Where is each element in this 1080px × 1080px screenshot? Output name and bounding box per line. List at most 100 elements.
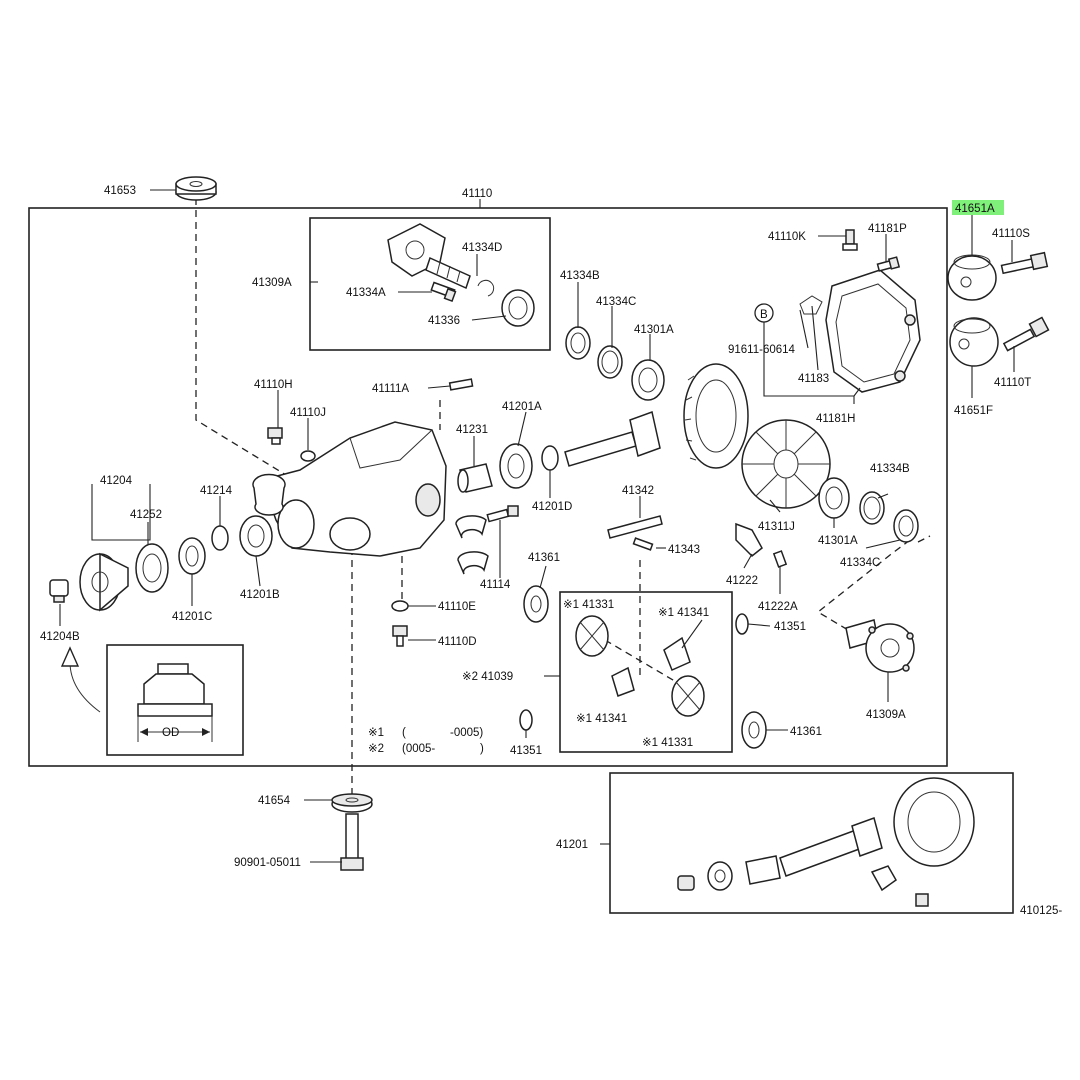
shim-41334C-top-icon xyxy=(597,345,623,379)
label-41110E[interactable]: 41110E xyxy=(438,601,476,613)
label-41334B-top[interactable]: 41334B xyxy=(560,270,600,282)
mount-41654-icon xyxy=(331,793,373,813)
bolt-90901-icon xyxy=(340,813,364,871)
label-41651A[interactable]: 41651A xyxy=(955,203,995,215)
note2-mark: ※2 xyxy=(368,743,384,755)
label-41204[interactable]: 41204 xyxy=(100,475,133,487)
shim-41201D-icon xyxy=(541,445,559,471)
label-41309A-right[interactable]: 41309A xyxy=(866,709,906,721)
label-41351-left[interactable]: 41351 xyxy=(510,745,542,757)
bolt-41222A-icon xyxy=(772,550,788,568)
label-41651F[interactable]: 41651F xyxy=(954,405,993,417)
label-41252[interactable]: 41252 xyxy=(130,509,162,521)
note2-close: ) xyxy=(480,743,484,755)
seal-41334C-right-icon xyxy=(893,509,919,543)
label-41361-left[interactable]: 41361 xyxy=(528,552,560,564)
companion-flange-41204-icon xyxy=(79,552,129,612)
label-41342[interactable]: 41342 xyxy=(622,485,654,497)
label-41110T[interactable]: 41110T xyxy=(994,377,1031,389)
side-gear-41331-top-icon xyxy=(575,615,609,657)
label-41111A[interactable]: 41111A xyxy=(372,383,409,395)
label-91611-60614[interactable]: 91611-60614 xyxy=(728,344,796,356)
label-41361-right[interactable]: 41361 xyxy=(790,726,822,738)
label-41181H[interactable]: 41181H xyxy=(816,413,855,425)
breather-41110K-icon xyxy=(842,229,858,251)
bearing-41201B-icon xyxy=(239,515,273,557)
label-41301A-top[interactable]: 41301A xyxy=(634,324,674,336)
bearing-41201C-icon xyxy=(178,537,206,575)
axle-flange-line xyxy=(816,539,911,631)
label-41334C-right[interactable]: 41334C xyxy=(840,557,880,569)
label-41301A-right[interactable]: 41301A xyxy=(818,535,858,547)
ring-gear-icon xyxy=(683,363,749,469)
label-41341-b[interactable]: ※1 41341 xyxy=(576,713,627,725)
label-41214[interactable]: 41214 xyxy=(200,485,233,497)
plug-41110H-icon xyxy=(267,427,283,445)
label-41231[interactable]: 41231 xyxy=(456,424,488,436)
label-41183[interactable]: 41183 xyxy=(798,373,829,385)
thrust-washer-41351-right-icon xyxy=(735,613,749,635)
label-41351-right[interactable]: 41351 xyxy=(774,621,806,633)
label-41201B[interactable]: 41201B xyxy=(240,589,280,601)
nut-detail-box xyxy=(106,644,244,756)
label-41110J[interactable]: 41110J xyxy=(290,407,326,419)
seal-41336-icon xyxy=(501,289,535,327)
label-41343[interactable]: 41343 xyxy=(668,544,700,556)
rear-cover-41181H-icon xyxy=(825,269,921,393)
bearing-41301A-top-icon xyxy=(631,359,665,401)
label-41341-a[interactable]: ※1 41341 xyxy=(658,607,709,619)
label-41309A-top[interactable]: 41309A xyxy=(252,277,292,289)
bearing-41201A-icon xyxy=(499,443,533,489)
sensor-41222-icon xyxy=(735,522,763,558)
thrust-washer-41351-left-icon xyxy=(519,709,533,731)
label-41334B-right[interactable]: 41334B xyxy=(870,463,910,475)
ring-gear-kit-41201-icon xyxy=(677,777,975,907)
label-41110K[interactable]: 41110K xyxy=(768,231,806,243)
label-41334D[interactable]: 41334D xyxy=(462,242,502,254)
diagram-reference-code: 410125- xyxy=(1020,905,1062,917)
label-41110[interactable]: 41110 xyxy=(462,188,492,200)
bearing-41301A-right-icon xyxy=(818,477,850,519)
bolt-41181P-icon xyxy=(876,256,901,272)
label-41110H[interactable]: 41110H xyxy=(254,379,293,391)
label-41204B[interactable]: 41204B xyxy=(40,631,80,643)
note1-open: ( xyxy=(402,727,406,739)
label-41201A[interactable]: 41201A xyxy=(502,401,542,413)
label-41114[interactable]: 41114 xyxy=(480,579,511,591)
seal-41252-icon xyxy=(135,543,169,593)
mount-41651A-icon xyxy=(947,254,997,301)
ring-gear-kit-box xyxy=(609,772,1014,914)
label-41654[interactable]: 41654 xyxy=(258,795,291,807)
shim-41214-icon xyxy=(211,525,229,551)
label-41039[interactable]: ※2 41039 xyxy=(462,671,513,683)
label-41334C-top[interactable]: 41334C xyxy=(596,296,636,308)
label-41222A[interactable]: 41222A xyxy=(758,601,798,613)
callout-b-label: B xyxy=(760,309,768,321)
callout-b-circle xyxy=(754,303,774,323)
label-41311J[interactable]: 41311J xyxy=(758,521,795,533)
snap-ring-41334D-icon xyxy=(477,279,495,297)
gasket-91611-icon xyxy=(799,295,823,315)
pinion-shaft-41342-icon xyxy=(607,515,663,539)
label-41222[interactable]: 41222 xyxy=(726,575,758,587)
bolt-41110T-icon xyxy=(1002,316,1050,352)
pinion-gear-41341-bottom-icon xyxy=(611,666,635,697)
label-41201D[interactable]: 41201D xyxy=(532,501,572,513)
gear-alignment-line xyxy=(604,639,691,691)
shim-line-right xyxy=(917,535,931,543)
label-41201[interactable]: 41201 xyxy=(556,839,588,851)
label-41653[interactable]: 41653 xyxy=(104,185,136,197)
label-41334A[interactable]: 41334A xyxy=(346,287,386,299)
thrust-washer-41361-right-icon xyxy=(741,711,767,749)
thrust-washer-41361-left-icon xyxy=(523,585,549,623)
label-41331-a[interactable]: ※1 41331 xyxy=(563,599,614,611)
label-41110S[interactable]: 41110S xyxy=(992,228,1030,240)
differential-carrier-housing-icon xyxy=(252,421,447,557)
label-41181P[interactable]: 41181P xyxy=(868,223,907,235)
label-41336[interactable]: 41336 xyxy=(428,315,460,327)
label-41201C[interactable]: 41201C xyxy=(172,611,212,623)
label-41110D[interactable]: 41110D xyxy=(438,636,477,648)
shim-41334B-right-icon xyxy=(859,491,885,525)
label-41331-b[interactable]: ※1 41331 xyxy=(642,737,693,749)
label-90901-05011[interactable]: 90901-05011 xyxy=(234,857,301,869)
